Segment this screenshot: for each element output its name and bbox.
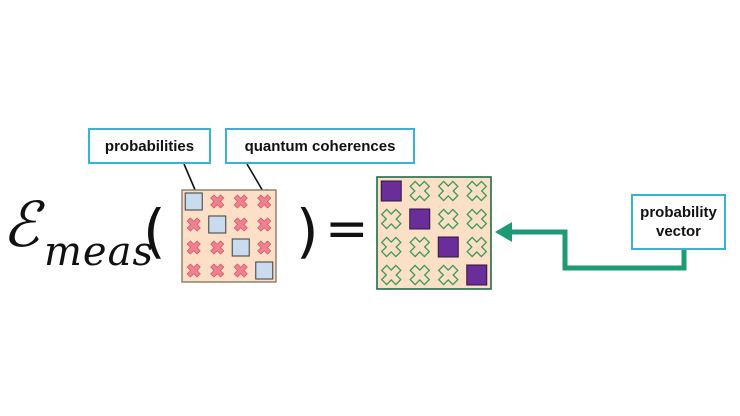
- removed-coherence-cell: [380, 236, 402, 258]
- coherence-cell: [257, 194, 272, 209]
- removed-coherence-cell: [409, 264, 431, 286]
- probability-cell: [437, 236, 459, 258]
- operator-subscript: meas: [44, 229, 154, 275]
- coherence-cell: [186, 240, 201, 255]
- right-parenthesis: ): [296, 197, 319, 265]
- probability-vector-line2: vector: [655, 223, 702, 240]
- removed-coherence-cell: [380, 264, 402, 286]
- removed-coherence-cell: [409, 236, 431, 258]
- removed-coherence-cell: [409, 180, 431, 202]
- removed-coherence-cell: [466, 180, 488, 202]
- probability-cell: [255, 261, 274, 280]
- output-density-matrix: [376, 176, 492, 290]
- probabilities-label-text: probabilities: [104, 137, 195, 155]
- probability-vector-arrow: [495, 222, 687, 271]
- probability-vector-label: probability vector: [631, 194, 726, 250]
- coherence-cell: [210, 194, 225, 209]
- coherence-cell: [210, 240, 225, 255]
- removed-coherence-cell: [466, 236, 488, 258]
- coherence-cell: [186, 263, 201, 278]
- left-parenthesis: (: [143, 197, 166, 265]
- probabilities-label: probabilities: [88, 128, 211, 164]
- probability-cell: [231, 238, 250, 257]
- coherence-cell: [186, 217, 201, 232]
- coherence-cell: [233, 217, 248, 232]
- coherence-cell: [257, 217, 272, 232]
- input-density-matrix: [181, 189, 277, 283]
- quantum-coherences-label: quantum coherences: [225, 128, 415, 164]
- coherence-cell: [233, 194, 248, 209]
- coherence-cell: [233, 263, 248, 278]
- probability-cell: [184, 192, 203, 211]
- removed-coherence-cell: [380, 208, 402, 230]
- coherence-cell: [210, 263, 225, 278]
- removed-coherence-cell: [437, 208, 459, 230]
- coherence-cell: [257, 240, 272, 255]
- probability-cell: [409, 208, 431, 230]
- removed-coherence-cell: [466, 208, 488, 230]
- operator-symbol: ℰ: [2, 188, 40, 261]
- removed-coherence-cell: [437, 180, 459, 202]
- removed-coherence-cell: [437, 264, 459, 286]
- probability-cell: [380, 180, 402, 202]
- probability-cell: [208, 215, 227, 234]
- probability-cell: [466, 264, 488, 286]
- equals-sign: =: [325, 199, 369, 259]
- probability-vector-line1: probability: [640, 204, 717, 221]
- quantum-coherences-label-text: quantum coherences: [244, 137, 396, 155]
